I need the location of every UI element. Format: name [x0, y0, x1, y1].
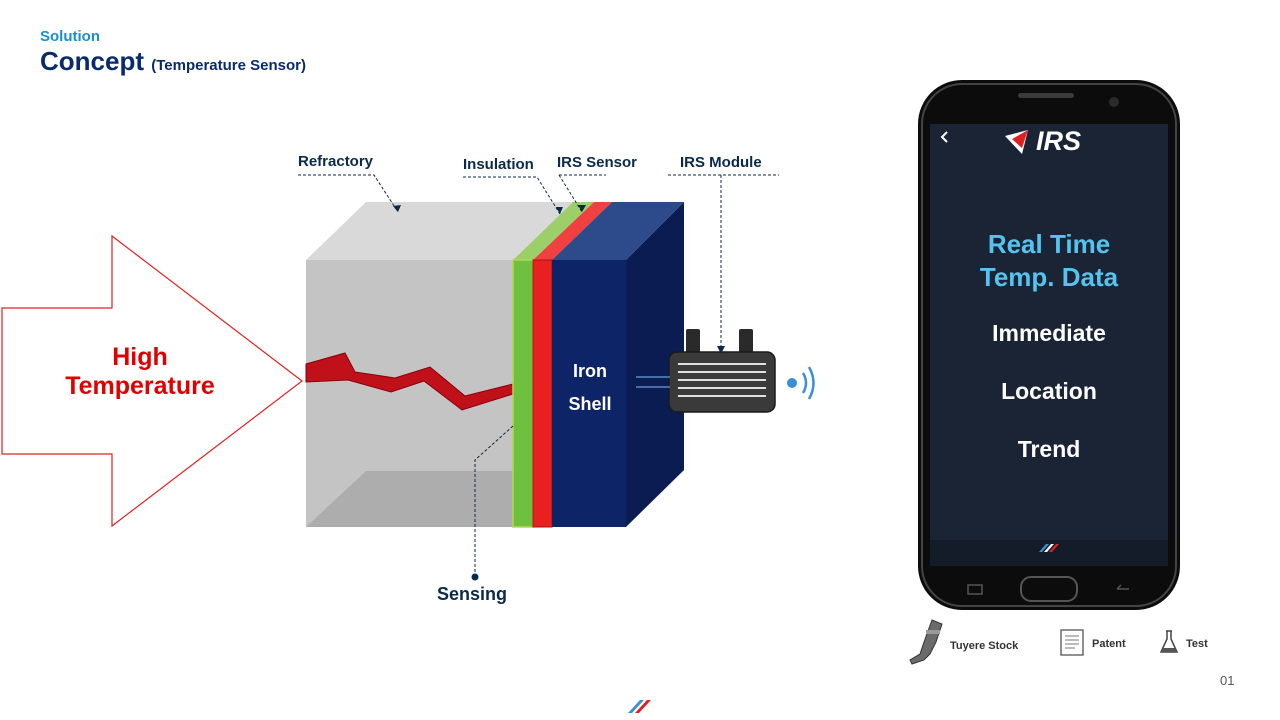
insulation-layer	[512, 259, 534, 528]
refractory-floor-shade	[306, 471, 513, 527]
refractory-label: Refractory	[298, 153, 374, 170]
tuyere-icon	[909, 619, 943, 665]
page-title: Concept (Temperature Sensor)	[40, 46, 306, 77]
sensor-concept-diagram	[1, 174, 815, 713]
test-link[interactable]: Test	[1186, 638, 1208, 650]
phone-camera	[1109, 97, 1119, 107]
shell-side-face	[626, 202, 684, 527]
back-key-icon[interactable]	[1116, 584, 1129, 590]
app-item-location[interactable]: Location	[1001, 378, 1097, 404]
chevron-left-icon[interactable]	[940, 131, 948, 143]
flask-icon	[1159, 630, 1179, 653]
document-icon	[1060, 629, 1084, 656]
patent-link[interactable]: Patent	[1092, 638, 1126, 650]
page-number: 01	[1220, 673, 1235, 688]
heat-arrow	[1, 234, 303, 528]
phone-screen	[930, 124, 1168, 566]
sensing-label: Sensing	[437, 584, 508, 604]
app-item-immediate[interactable]: Immediate	[992, 320, 1106, 346]
arrow-label-line2: Temperature	[65, 372, 215, 400]
title-main: Concept	[40, 46, 144, 76]
app-title-line2: Temp. Data	[979, 262, 1119, 292]
section-kicker: Solution	[40, 28, 100, 45]
high-temperature-label: High Temperature	[40, 343, 240, 401]
refractory-top-face	[306, 202, 573, 260]
app-item-trend[interactable]: Trend	[1017, 436, 1081, 462]
app-title: Real Time Temp. Data	[918, 228, 1180, 294]
tuyere-stock-link[interactable]: Tuyere Stock	[950, 640, 1019, 652]
phone-speaker	[1018, 93, 1074, 98]
shell-top-face	[552, 202, 684, 260]
title-subtitle: (Temperature Sensor)	[151, 57, 306, 74]
insulation-label: Insulation	[463, 156, 534, 173]
app-title-line1: Real Time	[987, 229, 1111, 259]
recent-apps-icon[interactable]	[967, 584, 983, 595]
phone-home-button[interactable]	[1020, 576, 1078, 602]
irs-logo-icon	[1005, 130, 1028, 154]
insulation-top	[513, 202, 594, 260]
irs-module-device	[636, 329, 776, 413]
irs-module-label: IRS Module	[680, 154, 762, 171]
app-logo-text: IRS	[1036, 126, 1082, 156]
arrow-label-line1: High	[112, 343, 168, 371]
irs-sensor-label: IRS Sensor	[557, 154, 638, 171]
wifi-signal-icon	[787, 366, 815, 400]
leader-arrowheads	[393, 205, 725, 354]
smartphone-mockup	[918, 80, 1180, 610]
slide-footer-logo	[628, 700, 651, 713]
sensor-top	[533, 202, 612, 260]
shell-label-line2: Shell	[568, 394, 612, 414]
shell-label-line1: Iron	[573, 361, 607, 381]
leader-lines	[298, 174, 779, 577]
refractory-front-face	[306, 260, 513, 527]
iron-shell-label: Iron Shell	[548, 355, 632, 421]
shell-front-face	[552, 260, 626, 527]
sensing-dot	[471, 573, 479, 581]
